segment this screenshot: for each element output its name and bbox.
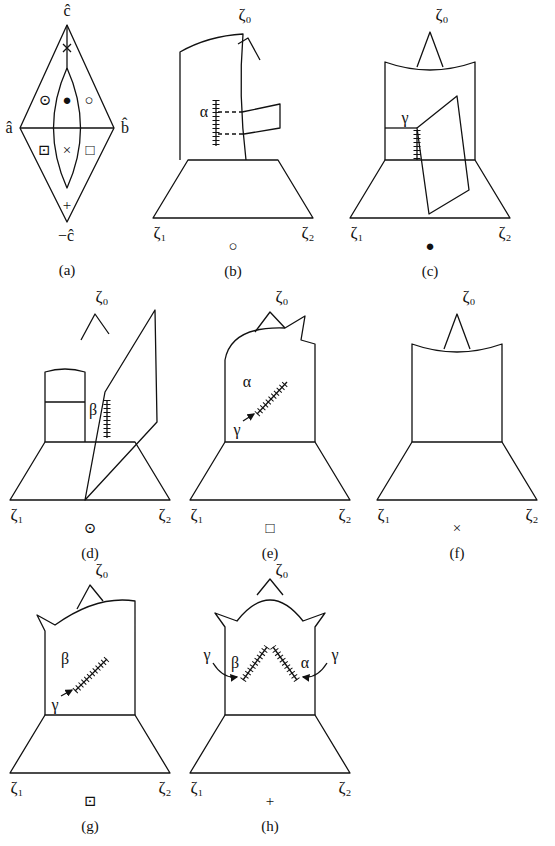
- angle-label: γ: [203, 647, 210, 663]
- region-symbol: □: [85, 143, 94, 158]
- region-symbol: +: [63, 198, 71, 213]
- panel-h: [190, 579, 350, 773]
- region-symbol: ⊡: [38, 143, 51, 158]
- angle-label: γ: [401, 110, 408, 126]
- panel-caption: (g): [81, 819, 99, 834]
- axis-label: b̂: [121, 120, 129, 136]
- region-symbol: ×: [453, 521, 461, 536]
- axis-label: ĉ: [63, 3, 70, 19]
- vertex-label: ζ₀: [463, 288, 476, 305]
- panel-c: [350, 32, 510, 218]
- region-symbol: □: [265, 521, 274, 536]
- vertex-label: ζ₂: [159, 506, 172, 523]
- panel-caption: (b): [224, 264, 242, 279]
- angle-label: β: [231, 655, 239, 671]
- vertex-label: ζ₂: [526, 506, 539, 523]
- angle-label: γ: [233, 422, 240, 438]
- vertex-label: ζ₀: [436, 6, 449, 23]
- region-symbol: ○: [228, 239, 237, 254]
- vertex-label: ζ₁: [154, 224, 167, 241]
- panel-caption: (d): [81, 546, 99, 561]
- vertex-label: ζ₁: [351, 224, 364, 241]
- panel-caption: (f): [450, 546, 465, 561]
- orientation-diamond: [20, 25, 114, 222]
- angle-label: α: [200, 104, 208, 120]
- angle-label: γ: [331, 647, 338, 663]
- vertex-label: ζ₂: [339, 779, 352, 796]
- panel-caption: (a): [59, 263, 76, 278]
- panel-e: [190, 312, 350, 500]
- angle-label: β: [89, 402, 97, 418]
- panel-d: [10, 310, 170, 500]
- panel-caption: (h): [261, 819, 279, 834]
- region-symbol: ×: [63, 143, 71, 158]
- panel-b: [153, 34, 313, 218]
- panel-f: [377, 314, 537, 500]
- angle-label: γ: [51, 697, 58, 713]
- vertex-label: ζ₂: [302, 224, 315, 241]
- vertex-label: ζ₁: [191, 506, 204, 523]
- region-symbol: ⊙: [84, 521, 97, 536]
- region-symbol: ●: [62, 93, 71, 108]
- vertex-label: ζ₀: [276, 288, 289, 305]
- angle-label: α: [243, 374, 251, 390]
- axis-label: −ĉ: [58, 228, 74, 244]
- region-symbol: ⊙: [39, 93, 52, 108]
- region-symbol: ⊡: [84, 794, 97, 809]
- region-symbol: ●: [425, 239, 434, 254]
- vertex-label: ζ₀: [96, 561, 109, 578]
- panel-caption: (e): [262, 546, 279, 561]
- vertex-label: ζ₁: [191, 779, 204, 796]
- vertex-label: ζ₂: [339, 506, 352, 523]
- axis-label: â: [5, 120, 12, 136]
- vertex-label: ζ₀: [239, 6, 252, 23]
- vertex-label: ζ₂: [159, 779, 172, 796]
- panel-g: [10, 585, 170, 773]
- vertex-label: ζ₁: [378, 506, 391, 523]
- vertex-label: ζ₁: [11, 506, 24, 523]
- angle-label: β: [61, 651, 69, 667]
- region-symbol: +: [266, 794, 274, 809]
- region-symbol: ○: [84, 93, 93, 108]
- panel-caption: (c): [422, 264, 439, 279]
- vertex-label: ζ₀: [276, 561, 289, 578]
- vertex-label: ζ₂: [499, 224, 512, 241]
- vertex-label: ζ₀: [96, 288, 109, 305]
- angle-label: α: [301, 655, 309, 671]
- vertex-label: ζ₁: [11, 779, 24, 796]
